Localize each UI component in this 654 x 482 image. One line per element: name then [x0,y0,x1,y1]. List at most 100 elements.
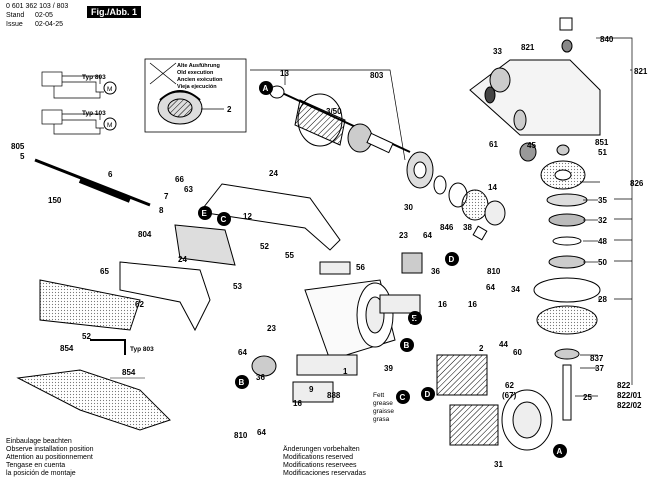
part-label: 24 [178,255,187,264]
part-label: 34 [511,285,520,294]
part-label: 821 [521,43,535,52]
marker-d-icon: D [421,387,435,401]
marker-c-icon: C [217,212,231,226]
part-label: 822/02 [617,401,642,410]
part-label: 36 [431,267,440,276]
part-label: 45 [527,141,536,150]
old-exec-line-4: Vieja ejecución [177,84,217,90]
part-label: 62 [135,300,144,309]
part-label: 30 [404,203,413,212]
part-label: 2 [227,105,232,114]
part-label: 37 [595,364,604,373]
part-label: 61 [489,140,498,149]
marker-d-icon: D [445,252,459,266]
part-label: 12 [243,212,252,221]
marker-c: C [400,393,406,402]
spindle-stack [533,193,601,421]
part-label: 16 [468,300,477,309]
note-line: Modificaciones reservadas [283,470,366,477]
note-line: Observe installation position [6,446,94,453]
part-label: 854 [122,368,136,377]
part-label: 66 [175,175,184,184]
part-label: 70 [409,317,418,326]
part-label: 64 [423,231,432,240]
marker-e: E [412,314,418,323]
note-line: Modifications reservees [283,462,357,469]
part-label: 6 [108,170,113,179]
part-label: 2 [479,344,484,353]
note-line: la posición de montaje [6,470,76,477]
part-label: 52 [260,242,269,251]
part-label: 150 [48,196,62,205]
part-label: 63 [184,185,193,194]
leader-lines [250,37,633,397]
part-label: 822/01 [617,391,642,400]
part-label: 44 [499,340,508,349]
part-label: 14 [488,183,497,192]
part-label: 56 [356,263,365,272]
part-label: 1 [343,367,348,376]
part-label: 31 [494,460,503,469]
marker-d: D [449,255,455,264]
typ-103-label: Typ 103 [82,110,106,117]
part-label: 805 [11,142,25,151]
part-label: 33 [493,47,502,56]
part-label: 840 [600,35,614,44]
marker-b: B [404,341,410,350]
part-label: 36 [256,373,265,382]
installation-inset [16,369,171,431]
motor-housing [292,252,553,451]
part-label: 38 [463,223,472,232]
part-label: 28 [598,295,607,304]
gear-head [469,17,601,190]
modification-notes: Änderungen vorbehalten Modifications res… [283,446,366,478]
part-label: 804 [138,230,152,239]
fett-line: grease [373,400,393,407]
part-labels: 13 803 3/50 14 30 846 38 39 33 821 840 8… [11,35,648,469]
doc-number: 0 601 362 103 / 803 [6,3,69,10]
part-label: 52 [82,332,91,341]
part-label: 854 [60,344,74,353]
part-label: 53 [233,282,242,291]
part-label: 25 [583,393,592,402]
part-label: 62 [505,381,514,390]
note-line: Attention au positionnement [6,454,93,461]
part-label: 9 [309,385,314,394]
part-label: 810 [234,431,248,440]
part-label: 803 [370,71,384,80]
motor-symbol: M [107,122,112,129]
part-label: 48 [598,237,607,246]
note-line: Einbaulage beachten [6,438,72,445]
marker-b: B [239,378,245,387]
part-label: 846 [440,223,454,232]
installation-notes: Einbaulage beachten Observe installation… [6,438,94,478]
old-exec-line-3: Ancien exécution [177,77,223,83]
old-exec-line-1: Alte Ausführung [177,63,220,69]
stand-label: Stand [6,12,25,19]
marker-e-icon: E [408,311,422,325]
typ-803-label: Typ 803 [82,74,106,81]
part-label: 60 [513,348,522,357]
part-label: 64 [257,428,266,437]
part-label: 51 [598,148,607,157]
typ-803-bottom-label: Typ 803 [130,346,154,353]
marker-b-icon: B [400,338,414,352]
marker-c: C [221,215,227,224]
part-label: 23 [267,324,276,333]
part-label: 24 [269,169,278,178]
fett-line: Fett [373,392,384,399]
part-label: (67) [502,391,517,400]
part-label: 821 [634,67,648,76]
marker-a-icon: A [553,444,567,458]
part-label: 822 [617,381,631,390]
part-label: 5 [20,152,25,161]
issue-label: Issue [6,21,23,28]
part-label: 16 [438,300,447,309]
fett-line: grasa [373,416,390,423]
part-label: 3/50 [326,107,342,116]
marker-c-icon: C [396,390,410,404]
marker-a: A [263,84,269,93]
armature [269,85,411,154]
part-label: 39 [384,364,393,373]
